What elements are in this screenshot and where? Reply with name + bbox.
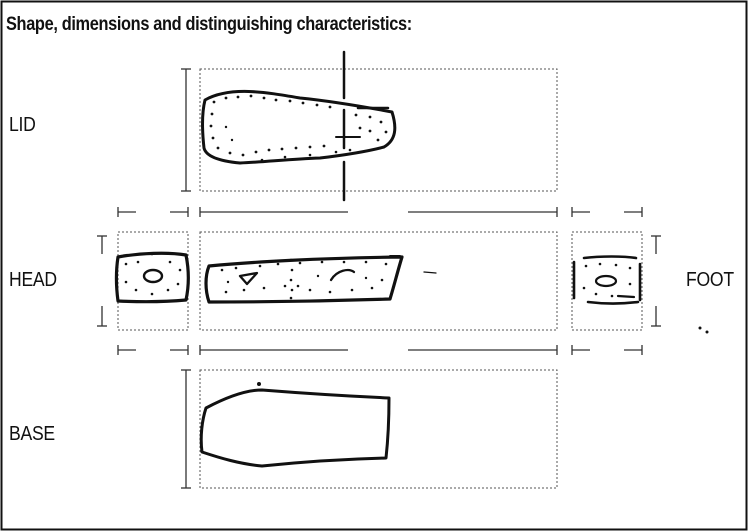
lid-sketch [201, 50, 397, 202]
head-width-bracket-top [117, 207, 189, 217]
side-sketch [204, 255, 437, 304]
base-box [199, 369, 558, 489]
foot-end-sketch [572, 255, 642, 305]
foot-height-bracket [651, 235, 661, 327]
lid-label: LID [9, 114, 36, 136]
foot-width-bracket-top [571, 207, 643, 217]
head-label: HEAD [9, 269, 57, 291]
foot-end-stipple [582, 262, 709, 334]
side-box [199, 231, 558, 331]
head-width-bracket-bottom [117, 345, 189, 355]
lid-stipple [209, 94, 388, 162]
head-end-stipple [124, 252, 182, 296]
lid-box [199, 68, 558, 192]
base-label: BASE [9, 423, 55, 445]
side-length-bracket [199, 345, 558, 355]
head-end-sketch [114, 251, 190, 304]
side-stipple [220, 258, 388, 300]
lid-length-bracket [199, 207, 558, 217]
form-title: Shape, dimensions and distinguishing cha… [6, 14, 412, 35]
base-height-bracket [181, 369, 191, 489]
foot-width-bracket-bottom [571, 345, 643, 355]
lid-height-bracket [181, 68, 191, 192]
base-sketch [199, 382, 391, 468]
foot-end-box [571, 231, 643, 331]
head-height-bracket [97, 235, 107, 327]
foot-label: FOOT [686, 269, 734, 291]
